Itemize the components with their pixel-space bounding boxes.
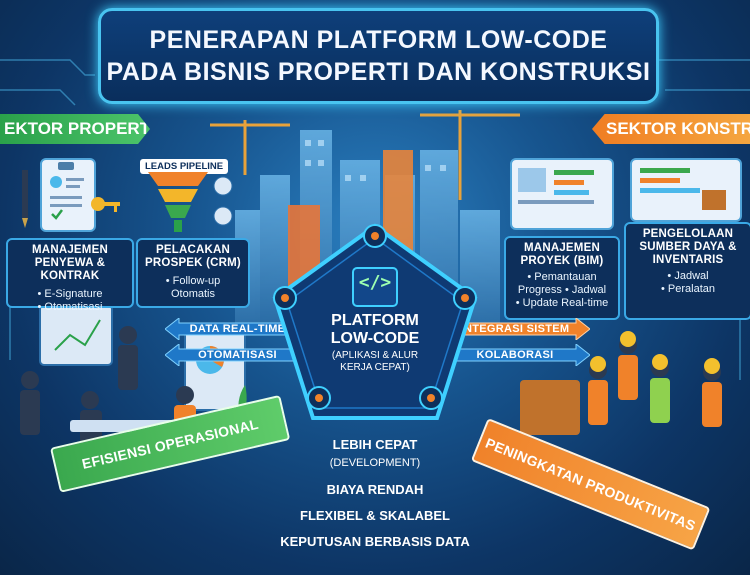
arrow-right-shape	[440, 344, 590, 366]
sector-konstruksi-banner: SEKTOR KONSTRU	[592, 114, 750, 144]
feature-manajemen-penyewa: MANAJEMEN PENYEWA & KONTRAK • E-Signatur…	[6, 238, 134, 313]
feature-title: MANAJEMEN PENYEWA & KONTRAK	[32, 244, 108, 282]
feature-item: • Update Real-time	[515, 297, 609, 309]
leads-pipeline-label: LEADS PIPELINE	[140, 156, 229, 174]
arrow-left-shape	[165, 318, 310, 340]
feature-item: • Follow-up	[165, 275, 221, 287]
arrow-label: INTEGRASI SISTEM	[460, 323, 570, 335]
title-line-1: PENERAPAN PLATFORM LOW-CODE	[149, 26, 608, 54]
leads-pipeline-text: LEADS PIPELINE	[140, 159, 229, 174]
feature-item: Progress • Jadwal	[517, 284, 607, 296]
sector-konstruksi-label: SEKTOR KONSTRU	[606, 119, 750, 138]
feature-item: • E-Signature	[37, 288, 103, 300]
arrow-label: KOLABORASI	[476, 349, 554, 361]
funnel-icon	[148, 172, 233, 232]
feature-item: • Jadwal	[667, 270, 709, 282]
feature-manajemen-proyek: MANAJEMEN PROYEK (BIM) • Pemantauan Prog…	[504, 236, 620, 320]
platform-subtitle-2: KERJA CEPAT)	[340, 362, 410, 373]
feature-item: Otomatis	[170, 288, 215, 300]
feature-pengelolaan-sumber-daya: PENGELOLAAN SUMBER DAYA & INVENTARIS • J…	[624, 222, 750, 320]
title-line-2: PADA BISNIS PROPERTI DAN KONSTRUKSI	[106, 58, 651, 86]
bim-monitor-icon	[510, 158, 614, 230]
benefit-flexibel: FLEXIBEL & SKALABEL	[300, 508, 450, 523]
sector-properti-label: EKTOR PROPERTI	[4, 119, 155, 138]
platform-title-2: LOW-CODE	[330, 330, 420, 347]
keys-icon	[91, 197, 120, 212]
arrow-data-real-time: DATA REAL-TIME	[165, 318, 310, 340]
pen-icon	[22, 170, 28, 228]
feature-title: MANAJEMEN PROYEK (BIM)	[520, 242, 604, 267]
arrow-integrasi-sistem: INTEGRASI SISTEM	[440, 318, 590, 340]
contract-clipboard-icon	[40, 158, 96, 232]
arrow-left-shape	[165, 344, 310, 366]
benefit-biaya-rendah: BIAYA RENDAH	[326, 482, 424, 497]
benefit-lebih-cepat: LEBIH CEPAT	[332, 437, 418, 452]
code-icon: </>	[358, 272, 392, 293]
arrow-kolaborasi: KOLABORASI	[440, 344, 590, 366]
feature-title: PELACAKAN PROSPEK (CRM)	[145, 244, 241, 269]
platform-subtitle-1: (APLIKASI & ALUR	[331, 350, 419, 361]
platform-title-block: PLATFORM LOW-CODE (APLIKASI & ALUR KERJA…	[295, 312, 455, 374]
feature-title: PENGELOLAAN SUMBER DAYA & INVENTARIS	[639, 228, 737, 266]
arrow-otomatisasi: OTOMATISASI	[165, 344, 310, 366]
arrow-label: DATA REAL-TIME	[189, 323, 286, 335]
sector-properti-banner: EKTOR PROPERTI	[0, 114, 150, 144]
feature-pelacakan-prospek: PELACAKAN PROSPEK (CRM) • Follow-up Otom…	[136, 238, 250, 308]
feature-item: • Otomatisasi	[37, 301, 103, 313]
feature-item: • Pemantauan	[527, 271, 597, 283]
arrow-label: OTOMATISASI	[198, 349, 277, 361]
feature-item: • Peralatan	[661, 283, 715, 295]
platform-pentagon	[272, 223, 478, 420]
title-banner: PENERAPAN PLATFORM LOW-CODE PADA BISNIS …	[98, 8, 659, 104]
inventory-board-icon	[630, 158, 742, 222]
benefit-keputusan-data: KEPUTUSAN BERBASIS DATA	[280, 534, 470, 549]
benefit-development: (DEVELOPMENT)	[329, 457, 421, 469]
platform-title-1: PLATFORM	[331, 312, 419, 329]
